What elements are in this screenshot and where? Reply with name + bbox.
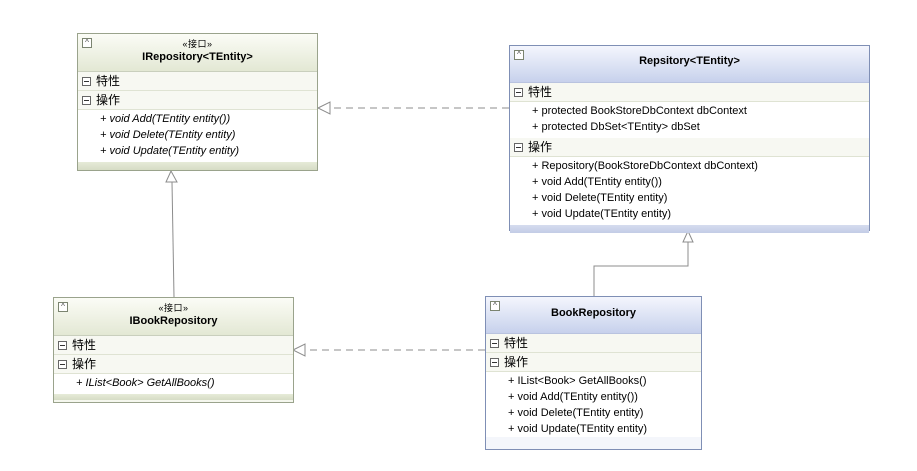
- class-name: Repsitory<TEntity>: [639, 55, 740, 67]
- section-label: 特性: [72, 338, 97, 352]
- attribute-list: + protected BookStoreDbContext dbContext…: [510, 102, 869, 138]
- collapse-minus-icon[interactable]: [82, 96, 91, 105]
- generalization-line-ibookrepository-irepository: [171, 181, 175, 298]
- operation-item[interactable]: + IList<Book> GetAllBooks(): [76, 377, 215, 389]
- operation-item[interactable]: + void Add(TEntity entity()): [508, 391, 638, 403]
- operation-item[interactable]: + void Delete(TEntity entity): [532, 192, 668, 204]
- operation-item[interactable]: + Repository(BookStoreDbContext dbContex…: [532, 160, 758, 172]
- section-attributes[interactable]: 特性: [78, 72, 317, 91]
- class-header: ^ Repsitory<TEntity>: [510, 46, 869, 83]
- interface-irepository[interactable]: ^ «接口» IRepository<TEntity> 特性 操作 + void…: [77, 33, 318, 171]
- class-header: ^ «接口» IRepository<TEntity>: [78, 34, 317, 72]
- collapse-icon[interactable]: ^: [82, 38, 92, 48]
- operation-list: + IList<Book> GetAllBooks() + void Add(T…: [486, 372, 701, 437]
- collapse-minus-icon[interactable]: [58, 341, 67, 350]
- operation-item[interactable]: + void Update(TEntity entity): [508, 423, 648, 435]
- section-label: 操作: [96, 93, 121, 107]
- section-label: 操作: [72, 357, 97, 371]
- collapse-minus-icon[interactable]: [490, 358, 499, 367]
- operation-item[interactable]: + void Add(TEntity entity()): [532, 176, 662, 188]
- section-label: 特性: [504, 336, 529, 350]
- operation-item[interactable]: + IList<Book> GetAllBooks(): [508, 375, 647, 387]
- attribute-item[interactable]: + protected DbSet<TEntity> dbSet: [532, 121, 700, 133]
- class-repsitory[interactable]: ^ Repsitory<TEntity> 特性 + protected Book…: [509, 45, 870, 233]
- operation-list: + IList<Book> GetAllBooks(): [54, 374, 293, 394]
- collapse-minus-icon[interactable]: [490, 339, 499, 348]
- section-operations[interactable]: 操作: [54, 355, 293, 374]
- operation-item[interactable]: + void Update(TEntity entity): [100, 145, 240, 157]
- realization-arrowhead: [291, 343, 306, 357]
- section-label: 操作: [504, 355, 529, 369]
- collapse-minus-icon[interactable]: [82, 77, 91, 86]
- operation-list: + void Add(TEntity entity()) + void Dele…: [78, 110, 317, 162]
- section-operations[interactable]: 操作: [78, 91, 317, 110]
- attribute-item[interactable]: + protected BookStoreDbContext dbContext: [532, 105, 747, 117]
- collapse-minus-icon[interactable]: [58, 360, 67, 369]
- section-label: 操作: [528, 140, 553, 154]
- class-header: ^ «接口» IBookRepository: [54, 298, 293, 336]
- operation-list: + Repository(BookStoreDbContext dbContex…: [510, 157, 869, 225]
- stereotype-label: «接口»: [182, 39, 213, 49]
- section-label: 特性: [528, 85, 553, 99]
- section-operations[interactable]: 操作: [510, 138, 869, 157]
- class-name: IBookRepository: [129, 315, 218, 327]
- collapse-icon[interactable]: ^: [58, 302, 68, 312]
- generalization-line-bookrepository-repsitory: [593, 242, 689, 296]
- collapse-icon[interactable]: ^: [514, 50, 524, 60]
- realization-arrowhead: [316, 101, 331, 115]
- collapse-minus-icon[interactable]: [514, 143, 523, 152]
- class-bookrepository[interactable]: ^ BookRepository 特性 操作 + IList<Book> Get…: [485, 296, 702, 450]
- class-footer: [510, 225, 869, 233]
- section-label: 特性: [96, 74, 121, 88]
- section-attributes[interactable]: 特性: [510, 83, 869, 102]
- section-operations[interactable]: 操作: [486, 353, 701, 372]
- section-attributes[interactable]: 特性: [54, 336, 293, 355]
- class-name: IRepository<TEntity>: [142, 51, 253, 63]
- operation-item[interactable]: + void Delete(TEntity entity): [508, 407, 644, 419]
- interface-ibookrepository[interactable]: ^ «接口» IBookRepository 特性 操作 + IList<Boo…: [53, 297, 294, 403]
- operation-item[interactable]: + void Delete(TEntity entity): [100, 129, 236, 141]
- operation-item[interactable]: + void Update(TEntity entity): [532, 208, 672, 220]
- class-footer: [54, 394, 293, 400]
- generalization-arrowhead: [682, 229, 694, 243]
- collapse-icon[interactable]: ^: [490, 301, 500, 311]
- class-header: ^ BookRepository: [486, 297, 701, 334]
- generalization-arrowhead: [165, 169, 178, 183]
- operation-item[interactable]: + void Add(TEntity entity()): [100, 113, 231, 125]
- section-attributes[interactable]: 特性: [486, 334, 701, 353]
- class-footer: [78, 162, 317, 170]
- collapse-minus-icon[interactable]: [514, 88, 523, 97]
- class-name: BookRepository: [551, 307, 636, 319]
- stereotype-label: «接口»: [158, 303, 189, 313]
